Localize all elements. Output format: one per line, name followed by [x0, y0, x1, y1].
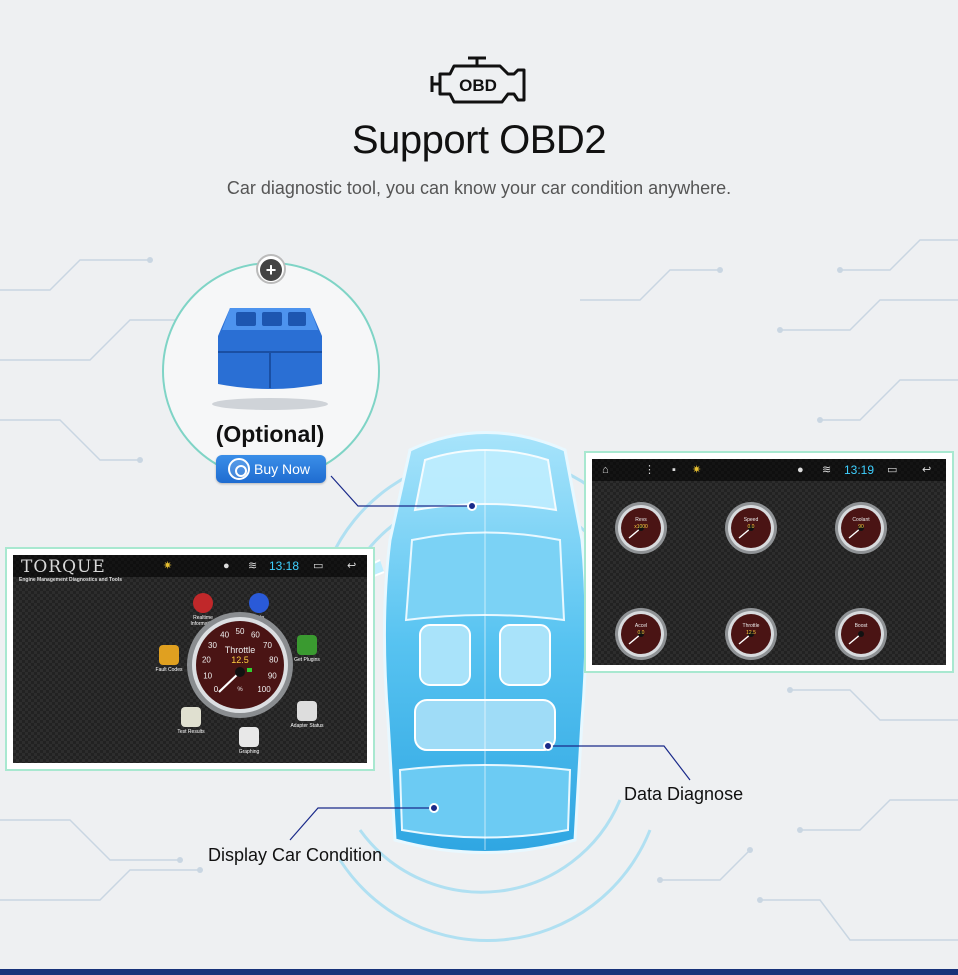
- optional-label: (Optional): [215, 421, 325, 447]
- left-screen-frame: ✷ ● ≋ 13:18 ▭ ↩ TORQUE Engine Management…: [5, 547, 375, 771]
- gauge-tick-label: 80: [269, 656, 278, 665]
- svg-text:OBD: OBD: [459, 76, 497, 95]
- app-title: TORQUE: [21, 557, 106, 577]
- menu-get-plugins[interactable]: Get Plugins: [289, 635, 325, 663]
- display-car-condition-label: Display Car Condition: [208, 845, 383, 865]
- gauge-tick-label: 20: [202, 656, 211, 665]
- menu-adapter-status[interactable]: Adapter Status: [289, 701, 325, 729]
- page-title: Support OBD2: [351, 118, 607, 162]
- plugins-icon: [297, 635, 317, 655]
- location-icon: ●: [797, 464, 804, 476]
- gauge-unit: %: [237, 687, 243, 693]
- gauge-tick-label: 40: [220, 631, 229, 640]
- realtime-icon: [193, 593, 213, 613]
- gauge-tick-label: 100: [257, 685, 271, 694]
- gauge-label: Boost: [855, 623, 868, 629]
- gauge-tick-label: 90: [268, 672, 277, 681]
- data-diagnose-label: Data Diagnose: [624, 784, 744, 804]
- gauge-label: Coolant: [852, 517, 870, 523]
- gauge-value: 12.5: [746, 630, 756, 636]
- gauge-tick-label: 10: [203, 672, 212, 681]
- torque-app-screen: ✷ ● ≋ 13:18 ▭ ↩ TORQUE Engine Management…: [13, 555, 367, 763]
- gauge-boost[interactable]: Boost: [834, 607, 888, 661]
- back-icon[interactable]: ↩: [347, 560, 357, 572]
- app-subtitle: Engine Management Diagnostics and Tools: [19, 577, 122, 583]
- gauge-label: Throttle: [225, 645, 256, 655]
- menu-test-results[interactable]: Test Results: [173, 707, 209, 735]
- clock-time: 13:19: [844, 463, 875, 477]
- gauge-label: Throttle: [743, 623, 760, 629]
- help-icon: [249, 593, 269, 613]
- gauge-tick-label: 70: [263, 641, 272, 650]
- clock-time: 13:18: [269, 559, 300, 573]
- recent-apps-icon[interactable]: ▭: [313, 560, 324, 572]
- gauge-value: 0.0: [748, 524, 755, 530]
- test-icon: [181, 707, 201, 727]
- page-subtitle: Car diagnostic tool, you can know your c…: [226, 178, 732, 198]
- gauge-hub: [235, 667, 245, 677]
- menu-fault-codes[interactable]: Fault Codes: [151, 645, 187, 673]
- status-bar: ✷ ● ≋ 13:18 ▭ ↩: [13, 555, 367, 577]
- location-icon: ●: [223, 560, 230, 572]
- touch-icon: [228, 458, 250, 480]
- gauge-tick-label: 60: [251, 631, 260, 640]
- graph-icon: [239, 727, 259, 747]
- adapter-icon: [297, 701, 317, 721]
- menu-realtime-information[interactable]: Realtime Information: [185, 593, 221, 627]
- wifi-icon: ≋: [822, 464, 832, 476]
- plus-icon: +: [256, 254, 286, 284]
- gauge-label: Accel: [635, 623, 647, 629]
- engine-icon: [159, 645, 179, 665]
- gauge-tick-label: 30: [208, 641, 217, 650]
- status-bar: ⌂ ⋮ ▪ ✷ ● ≋ 13:19 ▭ ↩: [592, 459, 946, 481]
- recent-apps-icon[interactable]: ▭: [887, 464, 898, 476]
- gauge-value: x1000: [634, 524, 648, 530]
- gauge-label: Speed: [744, 517, 759, 523]
- sun-icon: ✷: [692, 464, 702, 476]
- buy-now-label: Buy Now: [254, 461, 311, 477]
- gauge-indicator: [247, 668, 252, 672]
- more-icon[interactable]: ⋮: [644, 464, 655, 476]
- gauge-value: 90: [858, 524, 864, 530]
- wifi-icon: ≋: [248, 560, 258, 572]
- gauge-value: 0.0: [638, 630, 645, 636]
- buy-now-button[interactable]: Buy Now: [216, 455, 326, 483]
- gauge-tick-label: 50: [236, 627, 245, 636]
- back-icon[interactable]: ↩: [922, 464, 932, 476]
- gauge-tick-label: 0: [214, 685, 219, 694]
- home-icon[interactable]: ⌂: [602, 464, 609, 476]
- gauge-value: 12.5: [231, 655, 249, 665]
- bottom-bar: [0, 969, 958, 975]
- lock-icon: ▪: [672, 464, 676, 476]
- obd-engine-icon: OBD: [430, 56, 526, 104]
- gauge-label: Revs: [635, 517, 647, 523]
- sun-icon: ✷: [163, 560, 173, 572]
- obd-adapter-image: [212, 308, 328, 410]
- menu-graphing[interactable]: Graphing: [231, 727, 267, 755]
